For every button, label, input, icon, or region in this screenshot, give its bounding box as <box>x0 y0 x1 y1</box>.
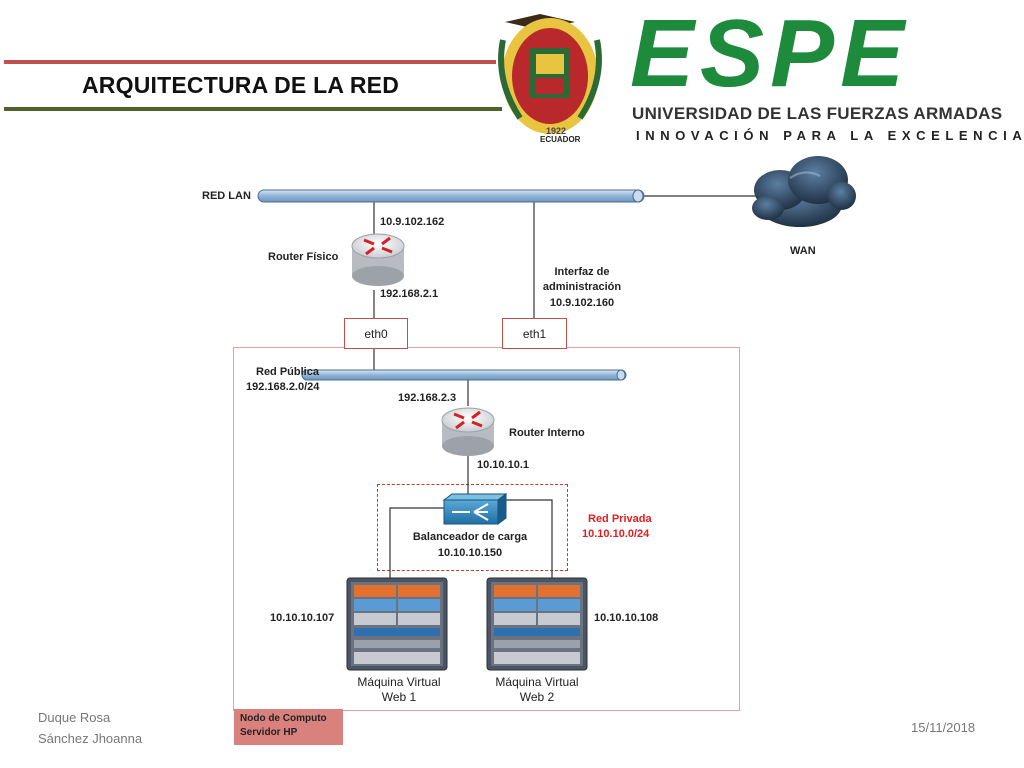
router-interno-ip-top: 192.168.2.3 <box>398 392 457 404</box>
vm-web1-server-icon <box>346 577 448 671</box>
private-network-boundary <box>377 484 568 571</box>
vm2-label-line1: Máquina Virtual <box>495 675 579 689</box>
eth1-label: eth1 <box>522 326 547 341</box>
university-shield-icon <box>498 14 602 134</box>
compute-node-label-box <box>234 709 343 745</box>
router-interno-icon <box>441 407 495 456</box>
red-lan-label: RED LAN <box>202 190 251 202</box>
load-balancer-icon <box>442 493 508 525</box>
title-rule-top <box>4 60 496 64</box>
vm1-label-line1: Máquina Virtual <box>357 675 441 689</box>
router-interno-ip-bottom: 10.10.10.1 <box>477 459 529 471</box>
router-fisico-ip-top: 10.9.102.162 <box>380 216 445 228</box>
compute-node-label: Nodo de Computo <box>240 713 327 724</box>
vm2-ip: 10.10.10.108 <box>594 612 659 624</box>
vm1-label-line2: Web 1 <box>381 690 417 704</box>
red-lan-bus <box>257 189 645 203</box>
red-privada-label: Red Privada <box>588 513 652 525</box>
router-fisico-ip-bottom: 192.168.2.1 <box>380 288 439 300</box>
footer-author-2: Sánchez Jhoanna <box>38 731 143 746</box>
red-publica-bus <box>301 369 627 381</box>
eth1-interface-box: eth1 <box>502 318 567 349</box>
mgmt-interface-ip: 10.9.102.160 <box>549 297 615 309</box>
red-publica-network: 192.168.2.0/24 <box>246 381 320 393</box>
load-balancer-ip: 10.10.10.150 <box>437 547 503 559</box>
title-rule-bottom <box>4 107 502 111</box>
wan-label: WAN <box>790 245 816 257</box>
compute-node-server-label: Servidor HP <box>240 727 298 738</box>
slide-title: ARQUITECTURA DE LA RED <box>82 72 400 98</box>
shield-country: ECUADOR <box>540 135 581 144</box>
eth0-label: eth0 <box>364 326 388 341</box>
router-interno-label: Router Interno <box>509 427 585 439</box>
espe-logo-icon <box>632 14 994 94</box>
brand-logo-text: ESPE <box>630 0 911 107</box>
vm2-label-line2: Web 2 <box>519 690 555 704</box>
connection-lines <box>373 195 760 585</box>
university-name: UNIVERSIDAD DE LAS FUERZAS ARMADAS <box>632 104 1003 123</box>
eth0-interface-box: eth0 <box>344 318 408 349</box>
shield-year: 1922 <box>546 126 567 136</box>
vm1-ip: 10.10.10.107 <box>270 612 335 624</box>
footer-date: 15/11/2018 <box>911 720 976 735</box>
footer-author-1: Duque Rosa <box>38 710 111 725</box>
wan-cloud-icon <box>752 156 856 227</box>
mgmt-interface-label-2: administración <box>542 281 622 293</box>
router-fisico-label: Router Físico <box>268 251 339 263</box>
load-balancer-label: Balanceador de carga <box>412 531 528 543</box>
university-slogan: INNOVACIÓN PARA LA EXCELENCIA <box>636 128 1024 143</box>
vm-web2-server-icon <box>486 577 588 671</box>
red-privada-network: 10.10.10.0/24 <box>582 528 650 540</box>
red-publica-label: Red Pública <box>256 366 319 378</box>
router-fisico-icon <box>351 233 405 286</box>
mgmt-interface-label-1: Interfaz de <box>554 266 610 278</box>
compute-node-boundary <box>233 347 740 711</box>
